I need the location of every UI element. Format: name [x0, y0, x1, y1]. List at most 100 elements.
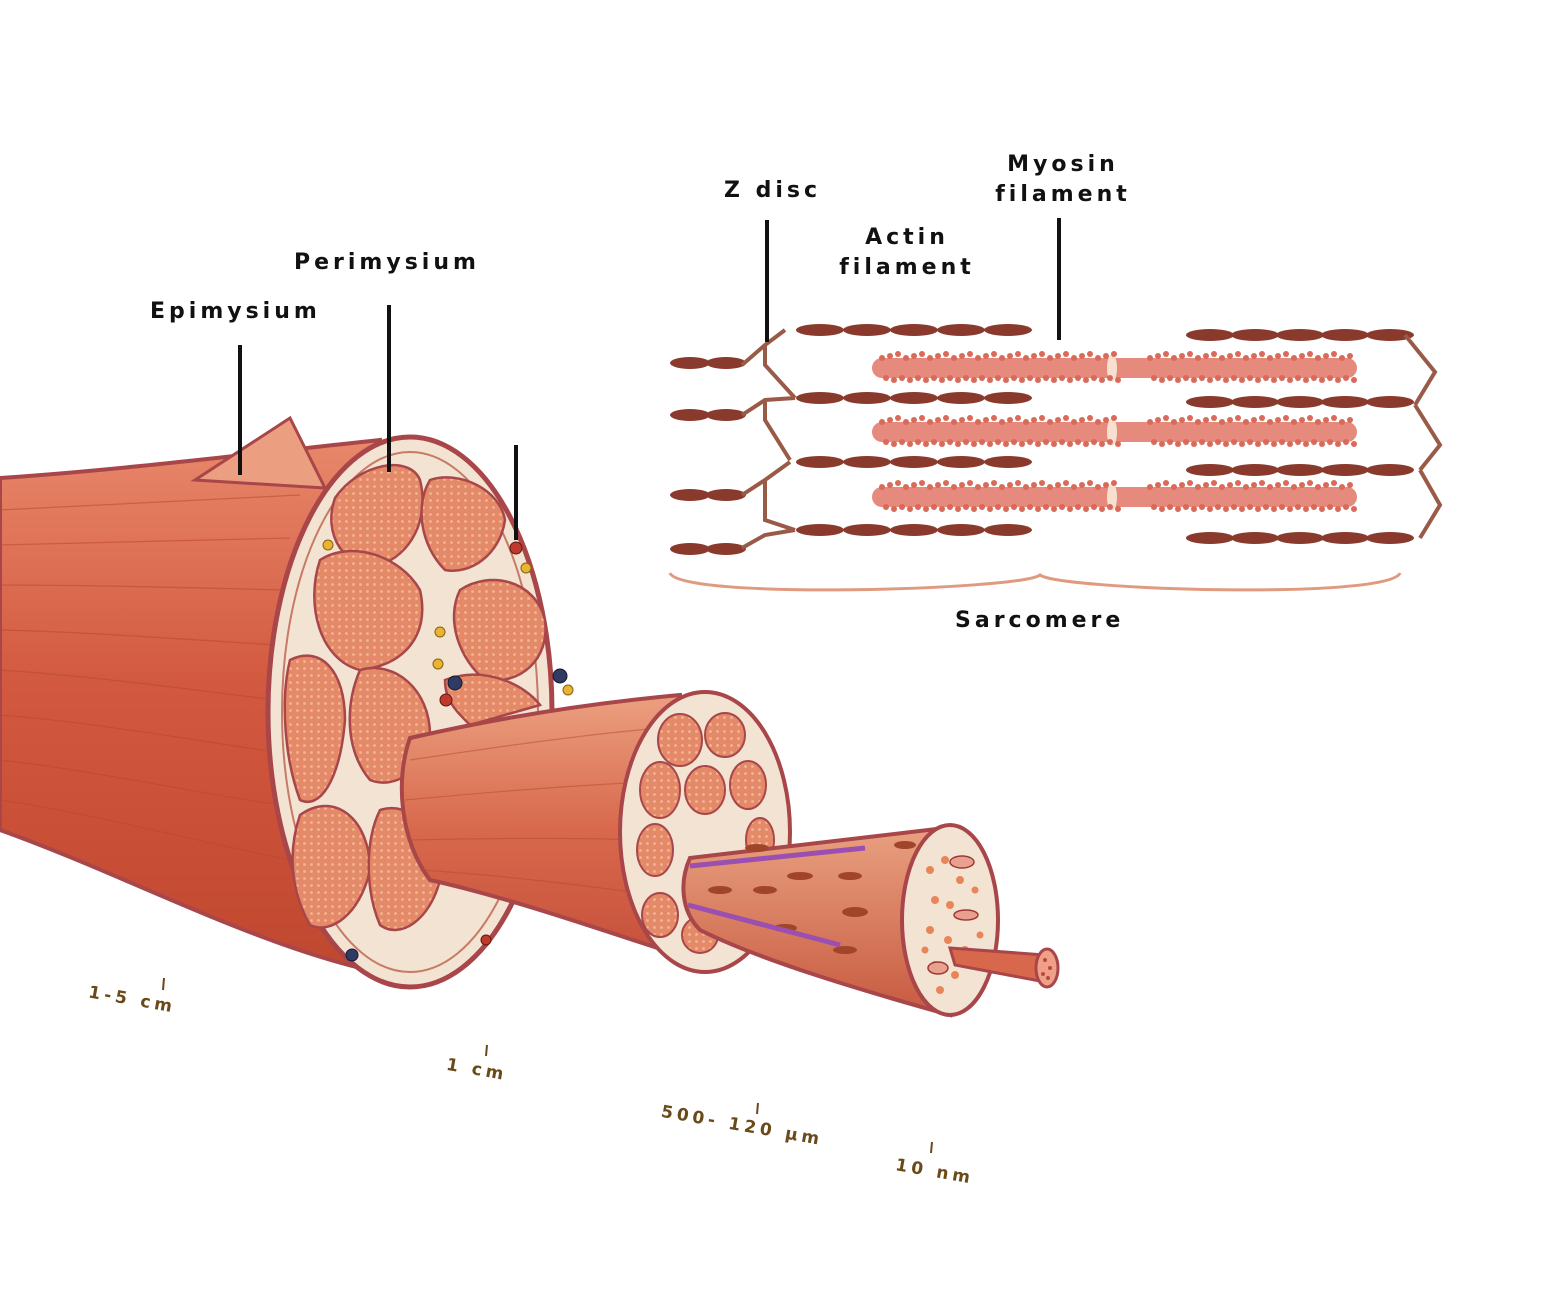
- myosin-head: [1179, 417, 1185, 423]
- myosin-head: [895, 480, 901, 486]
- myosin-head: [939, 441, 945, 447]
- myosin-head: [1231, 504, 1237, 510]
- myosin-head: [967, 351, 973, 357]
- myosin-head: [1343, 375, 1349, 381]
- myosin-head: [1251, 417, 1257, 423]
- myosin-head: [1187, 480, 1193, 486]
- myosin-head: [1155, 482, 1161, 488]
- myosin-head: [975, 484, 981, 490]
- myosin-head: [1251, 482, 1257, 488]
- myosin-head: [1275, 482, 1281, 488]
- myosin-head: [1303, 506, 1309, 512]
- myosin-head: [1263, 375, 1269, 381]
- myosin-head: [931, 439, 937, 445]
- myosin-head: [1307, 480, 1313, 486]
- myosin-head: [1083, 441, 1089, 447]
- myosin-head: [1267, 419, 1273, 425]
- actin-segment: [670, 543, 710, 555]
- myosin-head: [1155, 353, 1161, 359]
- actin-segment: [1231, 396, 1279, 408]
- myosin-head: [951, 355, 957, 361]
- actin-segment: [890, 456, 938, 468]
- myosin-head: [1235, 480, 1241, 486]
- actin-label-line1: Actin: [865, 225, 949, 250]
- myosin-head: [1079, 353, 1085, 359]
- myosin-head: [1107, 375, 1113, 381]
- actin-segment: [937, 456, 985, 468]
- myosin-head: [1191, 377, 1197, 383]
- myosin-head: [947, 439, 953, 445]
- myosin-head: [1203, 353, 1209, 359]
- myosin-head: [1159, 377, 1165, 383]
- myosin-head: [1051, 377, 1057, 383]
- myosin-head: [1247, 504, 1253, 510]
- myosin-head: [1055, 353, 1061, 359]
- myosin-head: [1095, 355, 1101, 361]
- myosin-head: [991, 415, 997, 421]
- myosin-head: [1035, 441, 1041, 447]
- myosin-head: [1027, 439, 1033, 445]
- myosin-head: [895, 415, 901, 421]
- myosin-head: [1283, 415, 1289, 421]
- myosin-head: [1171, 419, 1177, 425]
- myosin-head: [939, 377, 945, 383]
- myosin-head: [1307, 415, 1313, 421]
- myosin-head: [899, 504, 905, 510]
- myosin-head: [1203, 417, 1209, 423]
- myosin-head: [1239, 377, 1245, 383]
- myosin-head: [1071, 419, 1077, 425]
- myosin-head: [1303, 441, 1309, 447]
- myosin-head: [891, 377, 897, 383]
- myosin-head: [1239, 506, 1245, 512]
- myosin-head: [1147, 355, 1153, 361]
- myosin-head: [1311, 504, 1317, 510]
- myosin-head: [895, 351, 901, 357]
- myosin-head: [1031, 417, 1037, 423]
- myofibril-end: [1034, 947, 1060, 989]
- myosin-head: [1115, 377, 1121, 383]
- myosin-head: [1183, 439, 1189, 445]
- myosin-head: [1327, 375, 1333, 381]
- actin-segment: [890, 392, 938, 404]
- myosin-head: [919, 415, 925, 421]
- myosin-head: [1239, 441, 1245, 447]
- myosin-head: [1171, 355, 1177, 361]
- fiber-nuclei: [708, 841, 916, 954]
- myosin-head: [1163, 351, 1169, 357]
- myosin-head: [1063, 415, 1069, 421]
- myosin-head: [1091, 439, 1097, 445]
- myosin-head: [971, 377, 977, 383]
- myosin-head: [1195, 355, 1201, 361]
- z-disc-left: [740, 328, 797, 550]
- myosin-head: [975, 419, 981, 425]
- myosin-head: [999, 484, 1005, 490]
- muscle-fiber: [681, 823, 1000, 1018]
- myosin-head: [1243, 355, 1249, 361]
- actin-segment: [890, 524, 938, 536]
- myosin-head: [1075, 504, 1081, 510]
- actin-segment: [843, 324, 891, 336]
- myosin-head: [1219, 355, 1225, 361]
- myosin-head: [915, 375, 921, 381]
- myosin-head: [935, 482, 941, 488]
- myosin-head: [967, 480, 973, 486]
- myosin-head: [1095, 484, 1101, 490]
- scale-ticks: [162, 977, 933, 1154]
- myosin-head: [915, 504, 921, 510]
- myosin-head: [1215, 504, 1221, 510]
- myosin-head: [1075, 439, 1081, 445]
- myosin-head: [1027, 504, 1033, 510]
- myosin-head: [963, 504, 969, 510]
- myosin-head: [1047, 355, 1053, 361]
- myosin-head: [1087, 415, 1093, 421]
- myosin-head: [955, 506, 961, 512]
- myosin-head: [1199, 439, 1205, 445]
- myosin-head: [1151, 504, 1157, 510]
- myosin-head: [987, 506, 993, 512]
- myosin-head: [1059, 439, 1065, 445]
- myosin-head: [959, 417, 965, 423]
- myosin-head: [1179, 353, 1185, 359]
- myosin-head: [1331, 415, 1337, 421]
- myosin-head: [1191, 506, 1197, 512]
